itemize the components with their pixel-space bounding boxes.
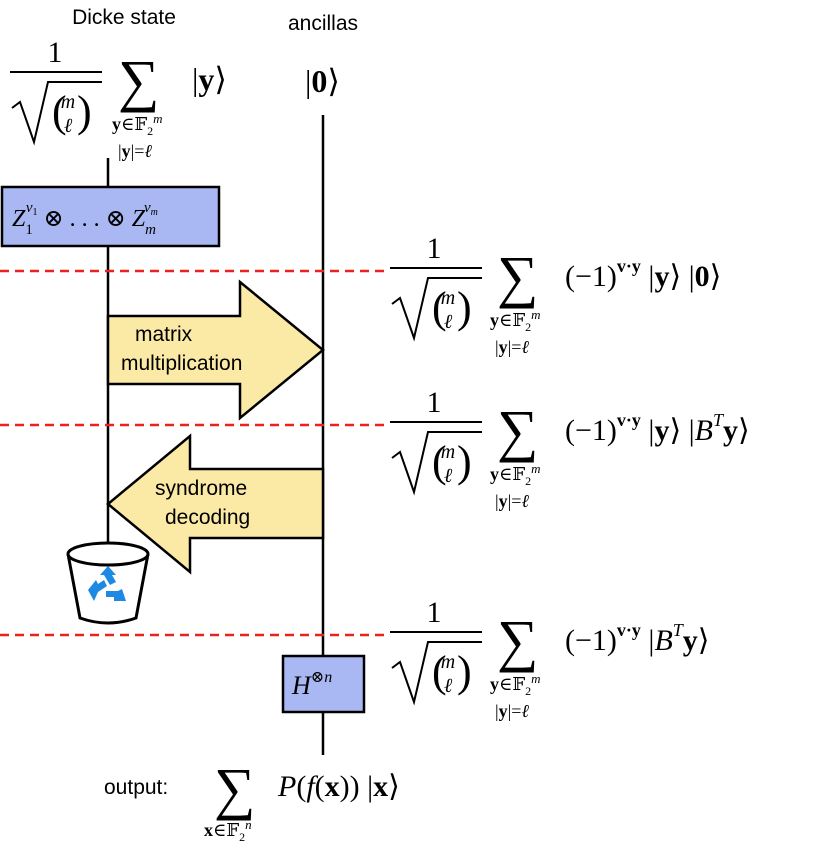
sum-subscript-line1: y∈𝔽2m	[112, 111, 163, 138]
left-arrow-shape	[106, 433, 325, 575]
output-formula: output: ∑ x∈𝔽2n P(f(x)) |x⟩	[104, 756, 400, 843]
right-arrow-label-2: multiplication	[121, 352, 242, 375]
z-gate-box	[0, 185, 221, 248]
sum-subscript-line2: |y|=ℓ	[118, 141, 152, 161]
svg-text:∑: ∑	[497, 244, 538, 309]
bin-rim	[66, 541, 150, 567]
svg-text:y∈𝔽2m: y∈𝔽2m	[490, 307, 541, 334]
frac-numerator: 1	[48, 36, 63, 69]
hadamard-label: H⊗n	[291, 669, 332, 700]
svg-text:ℓ: ℓ	[444, 311, 453, 333]
svg-text:m: m	[441, 441, 455, 463]
output-label: output:	[104, 776, 168, 799]
right-arrow-shape	[106, 279, 325, 421]
svg-text:): )	[457, 283, 472, 332]
svg-text:): )	[457, 437, 472, 486]
state-formula-3: 1 ( m ℓ ) ∑ y∈𝔽2m |y|=ℓ (−1)v·y |BTy⟩	[390, 596, 710, 721]
svg-text:y∈𝔽2m: y∈𝔽2m	[490, 671, 541, 698]
hadamard-gate: H⊗n	[281, 654, 366, 714]
left-arrow-label-2: decoding	[165, 506, 250, 529]
sum-symbol: ∑	[118, 48, 159, 113]
ancilla-ket: |0⟩	[305, 63, 340, 99]
z-gate-label: Z1v1⊗ . . . ⊗ Zmvm	[12, 200, 158, 238]
left-arrow-label-1: syndrome	[155, 477, 247, 500]
state2-expr: (−1)v·y |y⟩ |BTy⟩	[565, 410, 750, 447]
svg-text:): )	[457, 647, 472, 696]
svg-text:m: m	[441, 287, 455, 309]
svg-text:∑: ∑	[497, 608, 538, 673]
svg-text:1: 1	[427, 596, 442, 629]
svg-text:y∈𝔽2m: y∈𝔽2m	[490, 461, 541, 488]
recycle-icon	[88, 566, 126, 601]
state1-expr: (−1)v·y |y⟩ |0⟩	[565, 256, 721, 293]
svg-text:(: (	[432, 437, 447, 486]
svg-text:(: (	[432, 647, 447, 696]
state3-expr: (−1)v·y |BTy⟩	[565, 620, 710, 657]
svg-text:∑: ∑	[497, 398, 538, 463]
state-formula-1: 1 ( m ℓ ) ∑ y∈𝔽2m |y|=ℓ (−1)v·y |y⟩ |0⟩	[390, 232, 721, 357]
bin-body	[66, 553, 150, 625]
right-arrow-label-1: matrix	[135, 323, 193, 346]
binom-bottom: ℓ	[64, 115, 73, 137]
ancillas-header: ancillas	[288, 12, 358, 35]
output-sum-symbol: ∑	[214, 756, 255, 821]
binom-close-paren: )	[77, 87, 92, 136]
z-gate: Z1v1⊗ . . . ⊗ Zmvm	[0, 185, 221, 248]
recycle-bin-icon	[66, 541, 150, 625]
syndrome-decoding-arrow: syndrome decoding	[106, 433, 325, 575]
matrix-multiplication-arrow: matrix multiplication	[106, 279, 325, 421]
state1-numerator: 1	[427, 232, 442, 265]
dicke-state-header: Dicke state	[72, 6, 176, 29]
svg-text:ℓ: ℓ	[444, 675, 453, 697]
svg-text:m: m	[441, 651, 455, 673]
output-sum-subscript: x∈𝔽2n	[204, 817, 252, 843]
binom-top: m	[61, 91, 75, 113]
hadamard-box	[281, 654, 366, 714]
svg-text:|y|=ℓ: |y|=ℓ	[495, 337, 529, 357]
svg-text:(: (	[432, 283, 447, 332]
binom-open-paren: (	[52, 87, 67, 136]
svg-text:1: 1	[427, 386, 442, 419]
sqrt-sign	[11, 81, 102, 146]
svg-text:ℓ: ℓ	[444, 465, 453, 487]
svg-text:|y|=ℓ: |y|=ℓ	[495, 701, 529, 721]
dicke-state-formula: 1 ( m ℓ ) ∑ |y⟩ y∈𝔽2m |y|=ℓ	[10, 36, 227, 161]
svg-text:|y|=ℓ: |y|=ℓ	[495, 491, 529, 511]
output-expr: P(f(x)) |x⟩	[277, 770, 400, 803]
sum-ket: |y⟩	[192, 61, 227, 97]
state-formula-2: 1 ( m ℓ ) ∑ y∈𝔽2m |y|=ℓ (−1)v·y |y⟩ |BTy…	[390, 386, 750, 511]
